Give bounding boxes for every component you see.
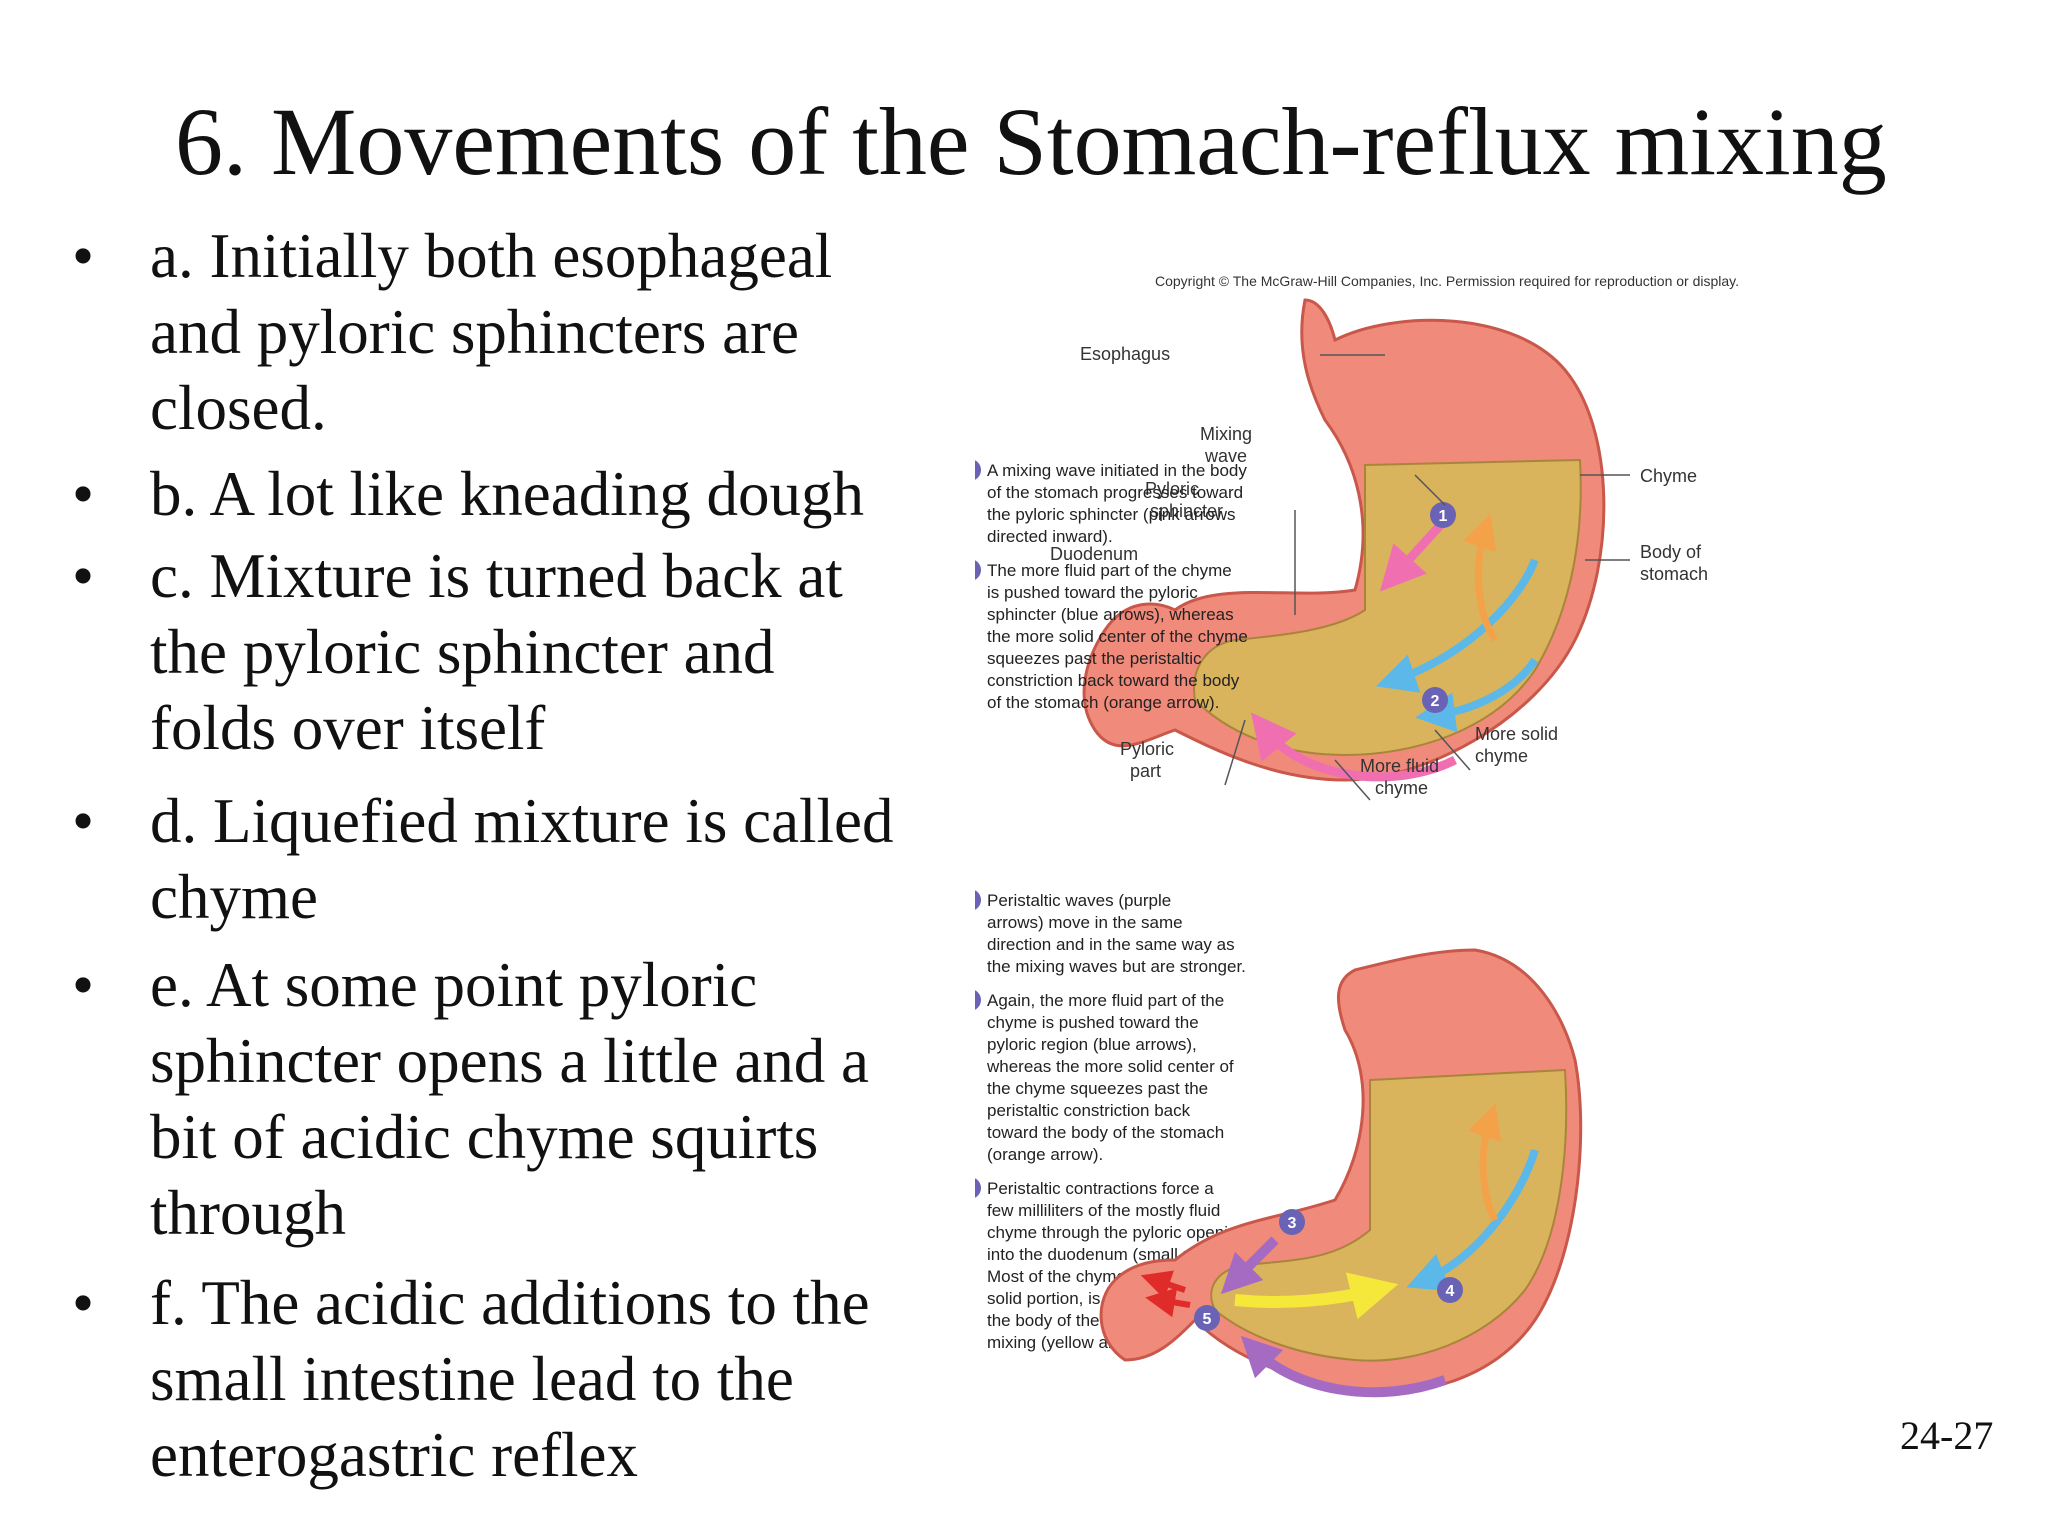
label-duodenum: Duodenum	[1050, 544, 1138, 564]
step-2-line: of the stomach (orange arrow).	[987, 693, 1219, 712]
page-number: 24-27	[1900, 1413, 1994, 1458]
step-5-line: chyme through the pyloric opening	[987, 1223, 1247, 1242]
step-2-line: the more solid center of the chyme	[987, 627, 1248, 646]
bullet-dot: •	[72, 459, 95, 529]
step-4-line: chyme is pushed toward the	[987, 1013, 1199, 1032]
bullet-item: • f. The acidic additions to the small in…	[60, 1265, 900, 1493]
step-4-line: pyloric region (blue arrows),	[987, 1035, 1197, 1054]
step-badge-4	[1437, 1277, 1463, 1303]
label-more-solid-chyme: chyme	[1475, 746, 1528, 766]
bullet-dot: •	[72, 221, 95, 291]
yellow-arrow	[1234, 1272, 1399, 1320]
stomach-diagram-top: 1 2 Esophagus Mixing wave Pyloric sphinc…	[1050, 298, 1708, 801]
label-pyloric-sphincter: Pyloric	[1145, 479, 1199, 499]
step-badge-3	[1279, 1209, 1305, 1235]
bullet-item: • c. Mixture is turned back at the pylori…	[60, 538, 900, 766]
step-badge-number: 4	[1446, 1283, 1455, 1300]
step-4-line: Again, the more fluid part of the	[987, 991, 1224, 1010]
step-4-line: whereas the more solid center of	[986, 1057, 1234, 1076]
stomach-movement-figure: Copyright © The McGraw-Hill Companies, I…	[959, 260, 2025, 1500]
purple-arrow	[1240, 1335, 1447, 1398]
bullet-dot: •	[72, 541, 95, 611]
label-mixing-wave: wave	[1204, 446, 1247, 466]
label-mixing-wave: Mixing	[1200, 424, 1252, 444]
step-4-line: toward the body of the stomach	[987, 1123, 1224, 1142]
step-1-line: directed inward).	[987, 527, 1113, 546]
bullet-item: • b. A lot like kneading dough	[60, 456, 900, 532]
step-2-line: squeezes past the peristaltic	[987, 649, 1202, 668]
label-body-of-stomach: Body of	[1640, 542, 1702, 562]
bullet-text: f. The acidic additions to the small int…	[150, 1268, 870, 1490]
step-2-line: is pushed toward the pyloric	[987, 583, 1198, 602]
label-more-solid-chyme: More solid	[1475, 724, 1558, 744]
step-badge-5	[1194, 1305, 1220, 1331]
label-pyloric-part: Pyloric	[1120, 739, 1174, 759]
label-chyme: Chyme	[1640, 466, 1697, 486]
step-badge-number: 1	[1439, 508, 1448, 525]
blue-arrow	[1415, 657, 1539, 733]
bullet-dot: •	[72, 950, 95, 1020]
leader-lines-top	[1224, 354, 1630, 801]
step-2-line: sphincter (blue arrows), whereas	[987, 605, 1234, 624]
bullet-text: d. Liquefied mixture is called chyme	[150, 786, 894, 932]
step-3-line: Peristaltic waves (purple	[987, 891, 1171, 910]
step-5-line: few milliliters of the mostly fluid	[987, 1201, 1220, 1220]
step-3-line: direction and in the same way as	[987, 935, 1235, 954]
bullet-item: • d. Liquefied mixture is called chyme	[60, 783, 900, 935]
step-2-line: The more fluid part of the chyme	[987, 561, 1232, 580]
step-1-line: A mixing wave initiated in the body	[987, 461, 1247, 480]
label-esophagus: Esophagus	[1080, 344, 1170, 364]
step-badge-1	[1430, 502, 1456, 528]
step-4-line: (orange arrow).	[987, 1145, 1103, 1164]
stomach-diagram-bottom: 3 4 5	[1099, 948, 1583, 1398]
step-1-line: of the stomach progresses toward	[987, 483, 1243, 502]
blue-arrow	[1406, 1148, 1539, 1292]
slide-title: 6. Movements of the Stomach-reflux mixin…	[175, 88, 1887, 195]
step-2-line: constriction back toward the body	[987, 671, 1240, 690]
step-badge-number: 5	[1203, 1311, 1212, 1328]
purple-arrow	[1220, 1236, 1279, 1295]
bullet-dot: •	[72, 1268, 95, 1338]
bullet-text: b. A lot like kneading dough	[150, 459, 864, 529]
bullet-text: a. Initially both esophageal and pyloric…	[150, 221, 833, 443]
label-pyloric-sphincter: sphincter	[1150, 501, 1223, 521]
label-body-of-stomach: stomach	[1640, 564, 1708, 584]
bullet-text: e. At some point pyloric sphincter opens…	[150, 950, 870, 1248]
bullet-list: • a. Initially both esophageal and pylori…	[60, 218, 900, 1503]
pink-arrow	[1250, 712, 1458, 782]
step-5-line: Peristaltic contractions force a	[987, 1179, 1214, 1198]
step-3-line: arrows) move in the same	[987, 913, 1183, 932]
pink-arrow	[1379, 516, 1449, 592]
bullet-item: • e. At some point pyloric sphincter open…	[60, 947, 900, 1251]
label-pyloric-part: part	[1130, 761, 1161, 781]
step-4-line: the chyme squeezes past the	[987, 1079, 1208, 1098]
label-more-fluid-chyme: More fluid	[1360, 756, 1439, 776]
red-arrow	[1140, 1270, 1186, 1299]
label-more-fluid-chyme: chyme	[1375, 778, 1428, 798]
copyright-text: Copyright © The McGraw-Hill Companies, I…	[1155, 273, 1739, 289]
step-badge-2	[1422, 687, 1448, 713]
blue-arrow	[1376, 558, 1539, 693]
step-badge-number: 2	[1431, 693, 1440, 710]
step-4-line: peristaltic constriction back	[987, 1101, 1191, 1120]
bullet-dot: •	[72, 786, 95, 856]
step-badge-number: 3	[1288, 1215, 1297, 1232]
stomach-figure-svg: Copyright © The McGraw-Hill Companies, I…	[959, 273, 1739, 1398]
red-arrow	[1145, 1287, 1191, 1318]
step-1-line: the pyloric sphincter (pink arrows	[987, 505, 1235, 524]
bullet-item: • a. Initially both esophageal and pylori…	[60, 218, 900, 446]
orange-arrow	[1467, 1103, 1502, 1222]
step-3-line: the mixing waves but are stronger.	[987, 957, 1246, 976]
bullet-text: c. Mixture is turned back at the pyloric…	[150, 541, 843, 763]
orange-arrow	[1462, 513, 1498, 642]
